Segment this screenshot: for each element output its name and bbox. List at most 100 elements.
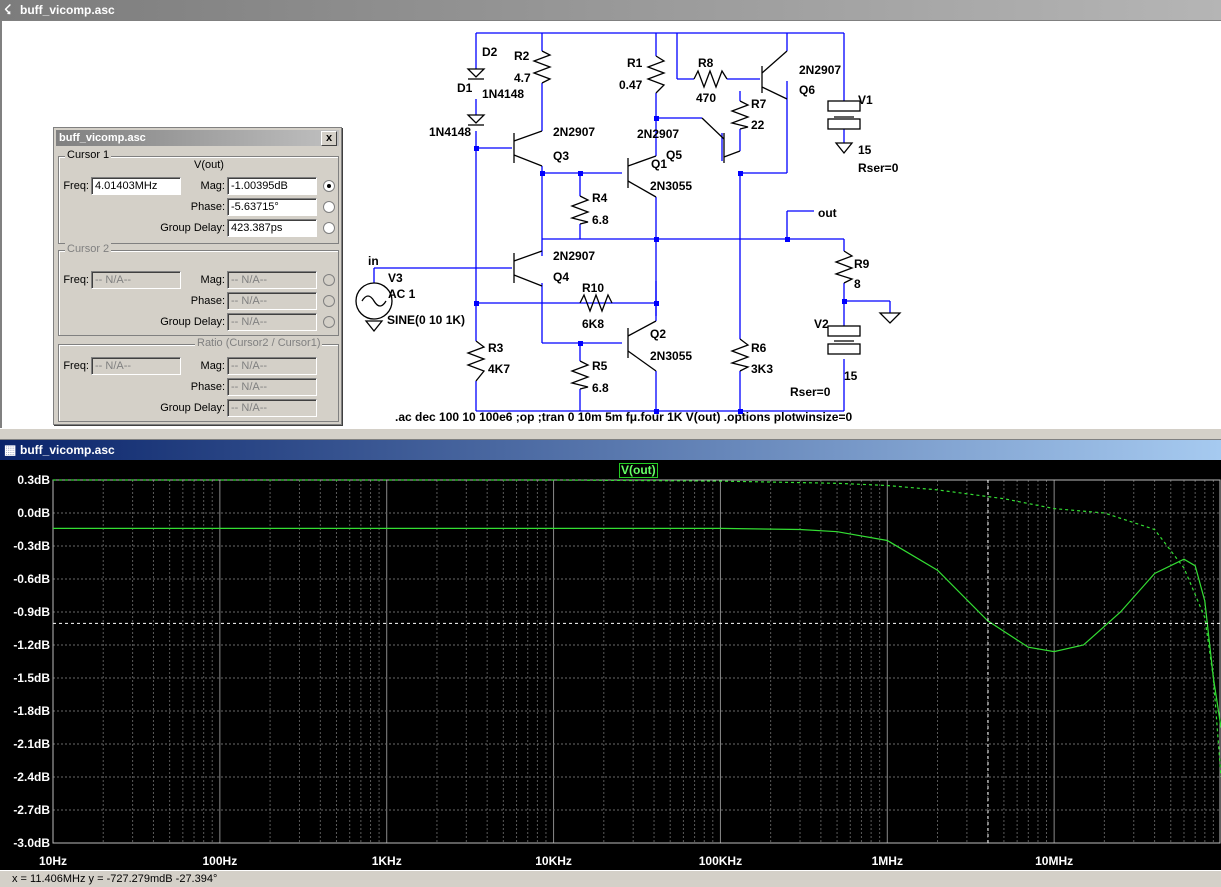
y-tick-label: 0.0dB <box>17 506 50 520</box>
label-R2-value[interactable]: 4.7 <box>514 71 531 85</box>
cursor1-phase-field[interactable]: -5.63715° <box>227 198 317 216</box>
waveform-window-titlebar[interactable]: ▦ buff_vicomp.asc <box>0 440 1221 460</box>
label-R7-value[interactable]: 22 <box>751 118 765 132</box>
label-R6[interactable]: R6 <box>751 341 767 355</box>
trace-v-out- <box>53 527 1221 728</box>
cursor2-freq-field[interactable]: -- N/A-- <box>91 271 181 289</box>
cursor1-freq-label: Freq: <box>63 180 89 192</box>
cursor1-phase-label: Phase: <box>190 201 225 213</box>
label-R4[interactable]: R4 <box>592 191 608 205</box>
trace-label-vout[interactable]: V(out) <box>619 463 658 478</box>
cursor1-mag-field[interactable]: -1.00395dB <box>227 177 317 195</box>
label-R9-value[interactable]: 8 <box>854 277 861 291</box>
label-V3-sine[interactable]: SINE(0 10 1K) <box>387 313 466 327</box>
label-V3-ac[interactable]: AC 1 <box>388 287 416 301</box>
plot-frame <box>52 479 1221 844</box>
label-R3-value[interactable]: 4K7 <box>488 362 511 376</box>
cursor1-delay-field[interactable]: 423.387ps <box>227 219 317 237</box>
label-in-net[interactable]: in <box>368 254 379 268</box>
cursor2-phase-field[interactable]: -- N/A-- <box>227 292 317 310</box>
label-out-net[interactable]: out <box>818 206 837 220</box>
label-V2-rser[interactable]: Rser=0 <box>790 385 831 399</box>
ratio-mag-field[interactable]: -- N/A-- <box>227 357 317 375</box>
x-tick-label: 10MHz <box>1035 854 1074 868</box>
cursor1-mag-label: Mag: <box>200 180 225 192</box>
ratio-delay-field[interactable]: -- N/A-- <box>227 399 317 417</box>
label-R2[interactable]: R2 <box>514 49 530 63</box>
label-Q5-model[interactable]: 2N2907 <box>637 127 680 141</box>
label-R8-value[interactable]: 470 <box>696 91 717 105</box>
cursor2-mag-field[interactable]: -- N/A-- <box>227 271 317 289</box>
label-Q3[interactable]: Q3 <box>553 149 570 163</box>
label-R7[interactable]: R7 <box>751 97 767 111</box>
y-tick-label: -2.1dB <box>13 737 50 751</box>
cursor1-delay-radio[interactable] <box>323 222 335 234</box>
cursor2-delay-radio[interactable] <box>323 316 335 328</box>
cursor2-phase-label: Phase: <box>190 295 225 307</box>
label-Q4[interactable]: Q4 <box>553 270 570 284</box>
cursor2-group: Cursor 2 Freq: -- N/A-- Mag: -- N/A-- Ph… <box>58 243 339 336</box>
label-Q2[interactable]: Q2 <box>650 327 667 341</box>
label-V1-value[interactable]: 15 <box>858 143 872 157</box>
close-button[interactable]: x <box>321 131 337 146</box>
cursor2-freq-label: Freq: <box>63 274 89 286</box>
label-V2-value[interactable]: 15 <box>844 369 858 383</box>
cursor1-phase-radio[interactable] <box>323 201 335 213</box>
y-tick-label: -0.6dB <box>13 572 50 586</box>
ratio-phase-field[interactable]: -- N/A-- <box>227 378 317 396</box>
status-readout: x = 11.406MHz y = -727.279mdB -27.394° <box>12 873 218 885</box>
label-D2[interactable]: D2 <box>482 45 498 59</box>
cursor1-mag-radio[interactable] <box>323 180 335 192</box>
label-Q5[interactable]: Q5 <box>666 148 683 162</box>
ratio-freq-field[interactable]: -- N/A-- <box>91 357 181 375</box>
schematic-window-title: buff_vicomp.asc <box>20 3 115 17</box>
cursor-readout-dialog[interactable]: buff_vicomp.asc x Cursor 1 V(out) Freq: … <box>53 127 342 425</box>
schematic-window-titlebar[interactable]: ☇ buff_vicomp.asc <box>0 0 1221 20</box>
cursor2-phase-radio[interactable] <box>323 295 335 307</box>
label-V3[interactable]: V3 <box>388 271 403 285</box>
label-R3[interactable]: R3 <box>488 341 504 355</box>
y-tick-label: -1.8dB <box>13 704 50 718</box>
label-Q3-model[interactable]: 2N2907 <box>553 125 596 139</box>
label-R9[interactable]: R9 <box>854 257 870 271</box>
label-R10[interactable]: R10 <box>582 281 605 295</box>
label-D2-model[interactable]: 1N4148 <box>429 125 472 139</box>
cursor-dialog-title: buff_vicomp.asc <box>59 132 146 144</box>
label-V1[interactable]: V1 <box>858 93 873 107</box>
ratio-delay-label: Group Delay: <box>160 402 225 414</box>
label-R10-value[interactable]: 6K8 <box>582 317 605 331</box>
label-V2[interactable]: V2 <box>814 317 829 331</box>
label-Q1[interactable]: Q1 <box>651 157 668 171</box>
label-R8[interactable]: R8 <box>698 56 714 70</box>
label-D1-model[interactable]: 1N4148 <box>482 87 525 101</box>
cursor2-mag-radio[interactable] <box>323 274 335 286</box>
cursor2-mag-label: Mag: <box>200 274 225 286</box>
pane-splitter[interactable] <box>0 428 1221 440</box>
y-tick-label: -0.3dB <box>13 539 50 553</box>
label-Q1-model[interactable]: 2N3055 <box>650 179 693 193</box>
cursor1-freq-field[interactable]: 4.01403MHz <box>91 177 181 195</box>
ratio-mag-label: Mag: <box>200 360 225 372</box>
spice-directive[interactable]: .ac dec 100 10 100e6 ;op ;tran 0 10m 5m … <box>395 410 853 424</box>
label-R1-value[interactable]: 0.47 <box>619 78 643 92</box>
label-D1[interactable]: D1 <box>457 81 473 95</box>
label-R6-value[interactable]: 3K3 <box>751 362 774 376</box>
label-R5-value[interactable]: 6.8 <box>592 381 609 395</box>
status-bar: x = 11.406MHz y = -727.279mdB -27.394° <box>0 870 1221 887</box>
x-tick-label: 100Hz <box>202 854 238 868</box>
label-Q4-model[interactable]: 2N2907 <box>553 249 596 263</box>
y-tick-label: -0.9dB <box>13 605 50 619</box>
cursor-dialog-titlebar[interactable]: buff_vicomp.asc x <box>56 130 339 146</box>
label-Q6-model[interactable]: 2N2907 <box>799 63 842 77</box>
ltspice-schematic-icon: ☇ <box>4 2 12 17</box>
x-tick-label: 1MHz <box>871 854 903 868</box>
label-Q2-model[interactable]: 2N3055 <box>650 349 693 363</box>
label-V1-rser[interactable]: Rser=0 <box>858 161 899 175</box>
label-R4-value[interactable]: 6.8 <box>592 213 609 227</box>
cursor2-delay-field[interactable]: -- N/A-- <box>227 313 317 331</box>
label-R1[interactable]: R1 <box>627 56 643 70</box>
y-tick-label: 0.3dB <box>17 473 50 487</box>
label-Q6[interactable]: Q6 <box>799 83 816 97</box>
label-R5[interactable]: R5 <box>592 359 608 373</box>
